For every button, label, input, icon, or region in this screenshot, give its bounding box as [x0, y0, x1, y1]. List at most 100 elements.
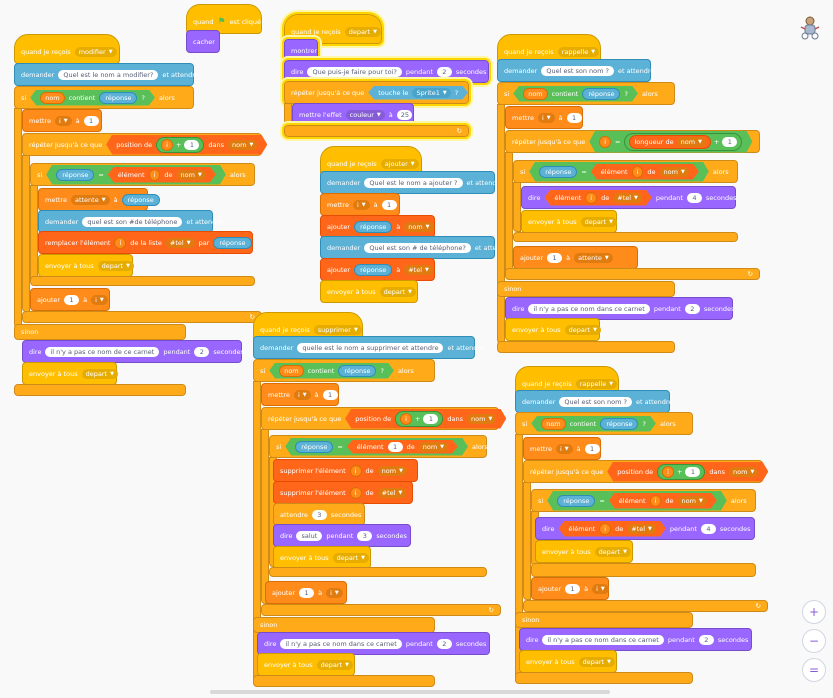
when-flag-clicked-hat[interactable]: quand ⚑ est cliqué [186, 4, 262, 34]
message-dropdown[interactable]: depart▼ [81, 368, 118, 379]
answer-reporter[interactable]: réponse [557, 495, 595, 507]
list-dropdown[interactable]: #tel▼ [613, 193, 642, 203]
value-input[interactable]: 1 [565, 583, 581, 594]
say-for-block[interactable]: dire salut pendant 3 secondes [273, 524, 411, 547]
var-dropdown[interactable]: i▼ [54, 115, 72, 126]
var-dropdown[interactable]: i▼ [555, 443, 573, 454]
change-var-block[interactable]: ajouter 1 à attente▼ [513, 246, 638, 269]
var-nom[interactable]: nom [541, 418, 565, 430]
secs-input[interactable]: 4 [686, 192, 702, 203]
var-i[interactable]: i [599, 523, 611, 535]
set-var-block[interactable]: mettre i▼ à 1 [320, 193, 400, 216]
say-for-block[interactable]: dire Que puis-je faire pour toi? pendant… [282, 58, 491, 85]
set-var-block[interactable]: mettre i▼ à 1 [505, 106, 583, 129]
secs-input[interactable]: 2 [684, 303, 700, 314]
list-dropdown[interactable]: #tel▼ [377, 487, 407, 498]
var-dropdown[interactable]: i▼ [592, 583, 609, 594]
var-nom[interactable]: nom [40, 92, 64, 104]
var-i[interactable]: i [149, 169, 161, 181]
answer-reporter[interactable]: réponse [99, 92, 137, 104]
set-var-block[interactable]: mettre attente▼ à réponse [38, 188, 160, 211]
add-operator[interactable]: i+1 [156, 137, 204, 153]
secs-input[interactable]: 3 [311, 509, 327, 520]
say-for-block[interactable]: dire il n'y a pas ce nom dans ce carnet … [519, 628, 752, 651]
answer-reporter[interactable]: réponse [354, 263, 393, 276]
message-dropdown[interactable]: supprimer▼ [313, 325, 362, 335]
say-text[interactable]: il n'y a pas ce nom dans ce carnet [542, 634, 664, 645]
answer-reporter[interactable]: réponse [582, 88, 620, 100]
value-input[interactable]: 1 [322, 389, 338, 400]
value-input[interactable]: 1 [584, 443, 600, 454]
say-text[interactable]: salut [296, 530, 323, 541]
horizontal-scrollbar[interactable] [210, 690, 610, 694]
value-input[interactable]: 25 [396, 109, 412, 120]
secs-input[interactable]: 2 [436, 638, 452, 649]
num-input[interactable]: 1 [722, 137, 737, 147]
secs-input[interactable]: 2 [436, 66, 452, 77]
var-i[interactable]: i [632, 166, 644, 178]
say-for-block[interactable]: dire il n'y a pas ce nom dans ce carnet … [505, 297, 734, 320]
ask-question[interactable]: quel est son #de téléphone [82, 216, 183, 227]
var-nom[interactable]: nom [523, 88, 547, 100]
message-dropdown[interactable]: depart▼ [578, 656, 615, 667]
ask-question[interactable]: Quel est le nom a ajouter ? [364, 177, 463, 188]
secs-input[interactable]: 2 [698, 634, 714, 645]
broadcast-block[interactable]: envoyer à tous depart▼ [273, 546, 371, 569]
message-dropdown[interactable]: depart▼ [580, 216, 617, 227]
list-dropdown[interactable]: nom▼ [404, 221, 434, 232]
broadcast-block[interactable]: envoyer à tous depart▼ [505, 318, 601, 341]
add-to-list-block[interactable]: ajouter réponse à nom▼ [320, 215, 435, 238]
ask-block[interactable]: demander Quel est son # de téléphone? et… [320, 236, 505, 259]
change-var-block[interactable]: ajouter 1 à i▼ [531, 577, 609, 600]
value-input[interactable]: 1 [381, 199, 397, 210]
delete-item-block[interactable]: supprimer l'élément i de #tel▼ [273, 481, 413, 504]
ask-block[interactable]: demander Quel est le nom a ajouter ? et … [320, 171, 503, 194]
ask-question[interactable]: Quel est le nom a modifier? [58, 69, 159, 80]
message-dropdown[interactable]: depart▼ [379, 286, 416, 297]
set-effect-block[interactable]: mettre l'effet couleur▼ à 25 [292, 103, 414, 126]
var-nom[interactable]: nom [279, 365, 303, 377]
effect-dropdown[interactable]: couleur▼ [345, 109, 385, 120]
var-dropdown[interactable]: i▼ [352, 199, 370, 210]
ask-block[interactable]: demander quelle est le nom a supprimer e… [253, 336, 484, 359]
value-input[interactable]: 1 [83, 115, 99, 126]
value-input[interactable]: 1 [299, 587, 315, 598]
num-input[interactable]: 1 [685, 467, 700, 477]
answer-reporter[interactable]: réponse [213, 236, 252, 249]
message-dropdown[interactable]: ajouter▼ [380, 159, 419, 169]
value-input[interactable]: 1 [566, 112, 582, 123]
message-dropdown[interactable]: depart▼ [316, 659, 353, 670]
message-dropdown[interactable]: rappelle▼ [557, 47, 600, 57]
set-var-block[interactable]: mettre i▼ à 1 [523, 437, 601, 460]
message-dropdown[interactable]: modifier▼ [74, 47, 117, 57]
secs-input[interactable]: 3 [357, 530, 373, 541]
show-block[interactable]: montrer [282, 37, 320, 64]
ask-question[interactable]: Quel est son # de téléphone? [364, 242, 471, 253]
var-dropdown[interactable]: attente▼ [574, 252, 613, 263]
list-dropdown[interactable]: nom▼ [377, 465, 407, 476]
hide-block[interactable]: cacher [186, 30, 220, 53]
say-for-block[interactable]: dire il n'y a pas ce nom de ce carnet pe… [22, 340, 244, 363]
var-i[interactable]: i [349, 464, 362, 477]
value-input[interactable]: 1 [547, 252, 563, 263]
message-dropdown[interactable]: depart▼ [332, 552, 369, 563]
answer-reporter[interactable]: réponse [338, 365, 376, 377]
var-dropdown[interactable]: i▼ [293, 389, 311, 400]
var-i[interactable]: i [662, 466, 674, 478]
sprite-dropdown[interactable]: Sprite1▼ [412, 88, 450, 98]
